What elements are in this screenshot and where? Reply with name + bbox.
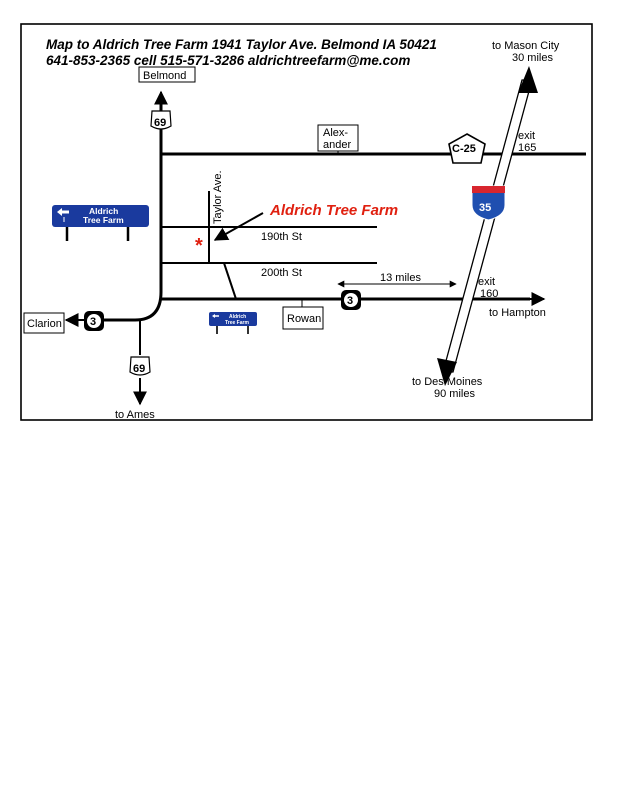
to-mason-city-label: to Mason City	[492, 40, 560, 52]
us69-shield-north-number: 69	[154, 117, 166, 129]
to-des-moines-label: to Des Moines	[412, 376, 483, 388]
us69-shield-south-number: 69	[133, 363, 145, 375]
farm-name-label: Aldrich Tree Farm	[269, 202, 398, 219]
us69-shield-north: 69	[150, 110, 172, 130]
clarion-box	[23, 312, 65, 334]
rowan-label: Rowan	[287, 313, 321, 325]
clarion-label: Clarion	[27, 318, 62, 330]
i35-shield-number: 35	[479, 202, 491, 214]
farm-pointer-arrow	[213, 212, 264, 241]
exit-160-label-1: exit	[478, 276, 495, 288]
road-190th-label: 190th St	[261, 231, 302, 243]
ia3-shield-west-number: 3	[90, 316, 96, 328]
mason-city-miles-label: 30 miles	[512, 52, 553, 64]
c25-shield-label: C-25	[452, 143, 476, 155]
sign-large-arrow-icon	[57, 208, 69, 216]
belmond-label: Belmond	[143, 70, 186, 82]
sign-small-line1: Aldrich	[229, 314, 246, 320]
ia3-shield-east-number: 3	[347, 295, 353, 307]
connector-road	[223, 262, 237, 300]
ia3-shield-east: 3	[341, 290, 361, 310]
belmond-box	[138, 66, 196, 83]
taylor-ave-label: Taylor Ave.	[212, 170, 224, 224]
c25-shield: C-25	[448, 133, 486, 164]
interstate-35	[437, 66, 538, 386]
sign-small-line2: Tree Farm	[225, 320, 249, 326]
sign-large-line2: Tree Farm	[83, 215, 124, 225]
header-title: Map to Aldrich Tree Farm 1941 Taylor Ave…	[46, 37, 437, 52]
rowan-box	[282, 306, 324, 330]
exit-165-label-1: exit	[518, 130, 535, 142]
des-moines-miles-label: 90 miles	[434, 388, 475, 400]
header-contact: 641-853-2365 cell 515-571-3286 aldrichtr…	[46, 53, 410, 68]
exit-160-label-2: 160	[480, 288, 498, 300]
farm-sign-small: Aldrich Tree Farm	[209, 312, 257, 334]
i35-north-arrowhead	[518, 66, 538, 93]
to-ames-label: to Ames	[115, 409, 155, 421]
alexander-box	[317, 124, 359, 152]
sign-small-arrow-icon	[212, 314, 219, 318]
us69-shield-south: 69	[129, 356, 151, 376]
alexander-label-2: ander	[323, 139, 351, 151]
farm-marker: *	[195, 235, 203, 257]
roads	[64, 90, 586, 406]
sign-large-line1: Aldrich	[89, 206, 118, 216]
road-200th-label: 200th St	[261, 267, 302, 279]
ia3-shield-west: 3	[84, 311, 104, 331]
distance-label: 13 miles	[380, 272, 421, 284]
farm-sign-large: Aldrich Tree Farm	[52, 205, 149, 241]
i35-shield: 35	[471, 185, 506, 221]
i35-south-arrowhead	[437, 358, 457, 386]
hwy3-west-road	[88, 291, 163, 322]
exit-165-label-2: 165	[518, 142, 536, 154]
alexander-label-1: Alex-	[323, 127, 348, 139]
to-hampton-label: to Hampton	[489, 307, 546, 319]
